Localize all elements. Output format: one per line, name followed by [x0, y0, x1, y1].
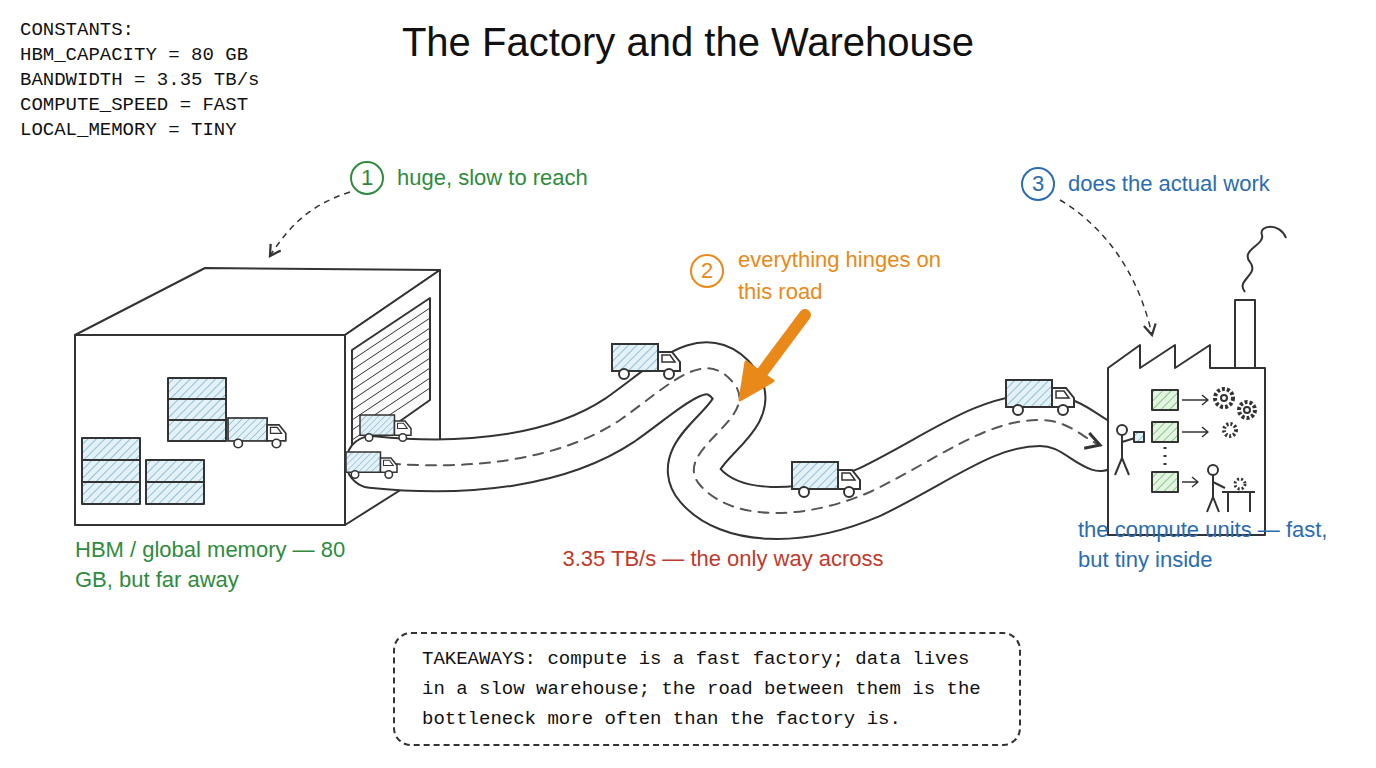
bandwidth-caption: 3.35 TB/s — the only way across [513, 545, 933, 573]
gear [1215, 389, 1233, 407]
crate [168, 420, 226, 441]
flow-arrows [1182, 395, 1208, 487]
ellipsis-dots [1164, 447, 1167, 465]
callout-number: 1 [351, 165, 383, 191]
factory [1108, 227, 1286, 535]
constant-line: LOCAL_MEMORY = TINY [20, 118, 380, 142]
road-surface [372, 368, 1100, 513]
leader-line [1060, 200, 1152, 335]
callout-circle [691, 255, 723, 287]
gear-hub [1244, 407, 1250, 413]
factory-building [1108, 345, 1265, 535]
takeaways-text: TAKEAWAYS: compute is a fast factory; da… [422, 644, 992, 734]
callout-circle [1022, 168, 1054, 200]
part-caption: HBM / global memory — 80 GB, but far awa… [75, 535, 350, 595]
diagram-title: The Factory and the Warehouse [288, 20, 1088, 65]
callout-text: huge, slow to reach [397, 164, 697, 192]
truck [612, 344, 680, 379]
callout-text: does the actual work [1068, 170, 1368, 198]
truck [1006, 380, 1074, 415]
truck [346, 452, 397, 478]
gear [1224, 424, 1236, 436]
constant-line: COMPUTE_SPEED = FAST [20, 93, 380, 117]
worker-body [1115, 435, 1135, 475]
smoke [1243, 227, 1286, 292]
callout-number: 3 [1022, 171, 1054, 197]
truck [360, 415, 411, 441]
constant-line: HBM_CAPACITY = 80 GB [20, 43, 380, 67]
road-centerline [372, 368, 1100, 513]
worker-head [1117, 425, 1127, 435]
leader-line [270, 192, 350, 256]
warehouse-front [75, 335, 345, 525]
arrow-shaft [758, 315, 805, 378]
crate [146, 482, 204, 504]
truck [228, 418, 286, 448]
constant-line: BANDWIDTH = 3.35 TB/s [20, 68, 380, 92]
crate [168, 378, 226, 399]
data-block [1152, 472, 1178, 492]
crate [168, 399, 226, 420]
road [372, 368, 1100, 513]
truck [792, 462, 860, 497]
part-caption: the compute units — fast, but tiny insid… [1078, 515, 1338, 575]
road-edge [372, 368, 1100, 513]
arrow-head [740, 362, 773, 400]
carried-block [1134, 432, 1144, 442]
worker-head [1208, 465, 1218, 475]
highlight-arrow [740, 315, 805, 400]
data-block [1152, 390, 1178, 410]
gear-hub [1221, 395, 1227, 401]
callout-circle [351, 162, 383, 194]
data-block [1152, 422, 1178, 442]
workbench [1222, 492, 1255, 512]
chimney [1235, 300, 1255, 370]
callout-number: 2 [691, 258, 723, 284]
worker-body [1207, 475, 1225, 512]
crate [146, 460, 204, 482]
crate [82, 460, 140, 482]
gear [1235, 479, 1245, 489]
callout-text: everything hinges on this road [738, 244, 948, 308]
crate [82, 482, 140, 504]
crate [82, 438, 140, 460]
gear [1239, 402, 1255, 418]
roll-door [352, 298, 430, 455]
constants-heading: CONSTANTS: [20, 18, 380, 42]
callouts [270, 162, 1152, 335]
takeaways-box: TAKEAWAYS: compute is a fast factory; da… [393, 632, 1021, 746]
